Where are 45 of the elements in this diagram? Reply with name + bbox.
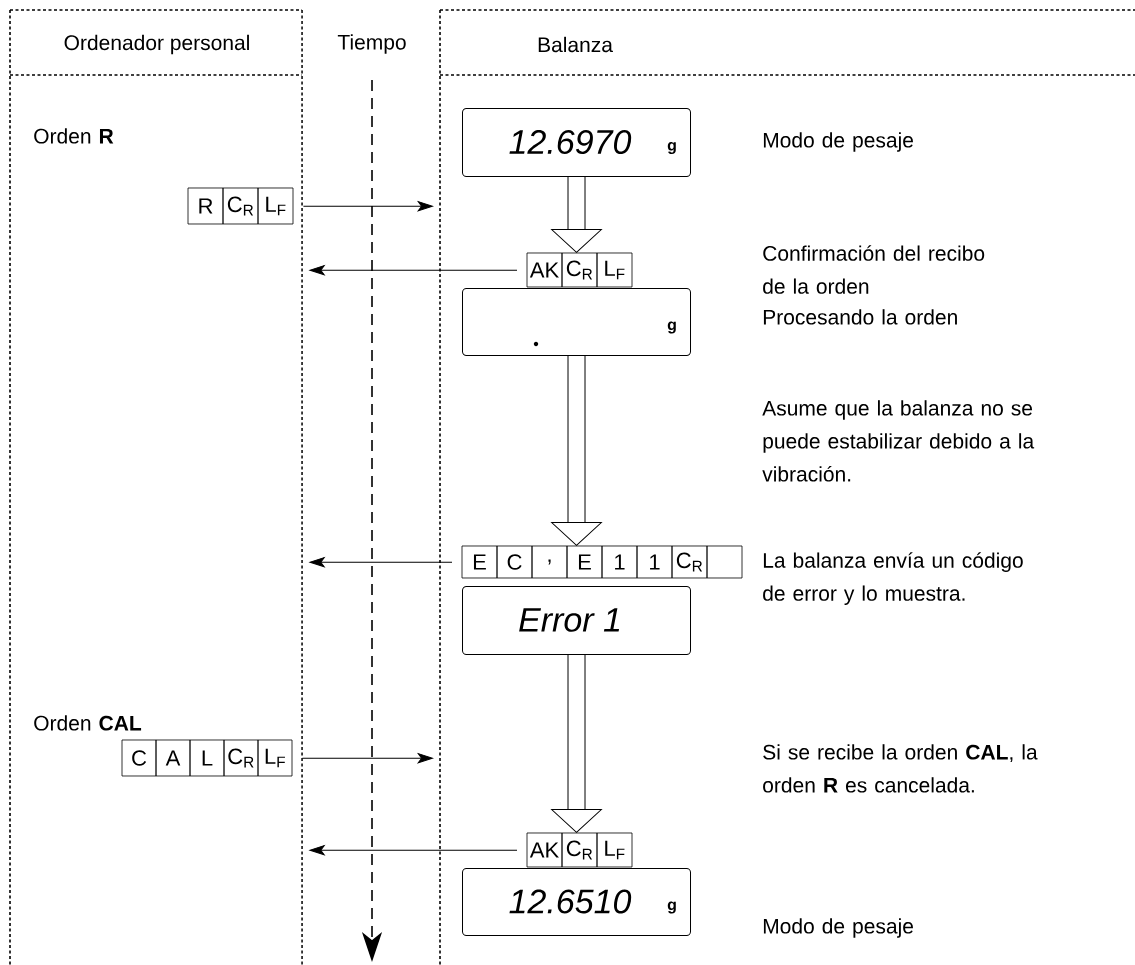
lcd-display: 12.6510 g xyxy=(462,868,691,936)
frame-cell: AK xyxy=(526,832,563,868)
frame-cell: C xyxy=(496,545,533,579)
arrow xyxy=(309,557,453,568)
frame-cell: L xyxy=(189,739,225,777)
frame-cell: L$_{F}$ xyxy=(257,739,293,777)
frame-cell: A xyxy=(155,739,191,777)
frame-cell: C$_{R}$ xyxy=(561,252,598,288)
frame-cell: C$_{R}$ xyxy=(222,187,259,225)
frame-cell: E xyxy=(461,545,498,579)
frame-cell: , xyxy=(531,545,568,579)
lane-header: Ordenador personal xyxy=(64,34,249,55)
frame-cell: C xyxy=(121,739,157,777)
frame-cell: R xyxy=(187,187,224,225)
description-text: Procesando la orden xyxy=(763,309,957,325)
frame-cell: E xyxy=(566,545,603,579)
description-text: Confirmación del recibo de la orden xyxy=(763,245,985,294)
lcd-display: Error 1 xyxy=(462,586,691,655)
command-label: Orden CAL xyxy=(34,715,142,731)
arrow xyxy=(309,845,518,856)
lcd-display: 12.6970 g xyxy=(462,108,691,177)
arrow xyxy=(309,265,518,276)
frame-cell: C$_{R}$ xyxy=(223,739,259,777)
frame-cell: 1 xyxy=(636,545,673,579)
lane-header: Balanza xyxy=(538,36,613,53)
frame-cell: C$_{R}$ xyxy=(561,832,598,868)
frame-cell: C$_{R}$ xyxy=(671,545,708,579)
frame-cell: L$_{F}$ xyxy=(257,187,294,225)
block-arrow xyxy=(551,356,602,546)
description-text: Modo de pesaje xyxy=(763,132,913,152)
description-text: Si se recibe la orden CAL, la orden R es cancelada. xyxy=(763,744,1038,793)
description-text: La balanza envía un código de error y lo muestra. xyxy=(763,552,1023,605)
description-text: Modo de pesaje xyxy=(763,918,913,938)
description-text: Asume que la balanza no se puede estabilizar debido a la vibración. xyxy=(762,400,1035,482)
arrow xyxy=(302,201,433,212)
block-arrow xyxy=(551,177,602,253)
lane-header: Tiempo xyxy=(337,34,406,54)
frame-cell: AK xyxy=(526,252,563,288)
command-label: Orden R xyxy=(34,128,114,144)
frame-cell: L$_{F}$ xyxy=(596,252,633,288)
frame-cell: L$_{F}$ xyxy=(596,832,633,868)
frame-cell: 1 xyxy=(601,545,638,579)
lcd-display: g xyxy=(462,288,691,356)
block-arrow xyxy=(551,655,602,833)
arrow xyxy=(301,753,433,764)
